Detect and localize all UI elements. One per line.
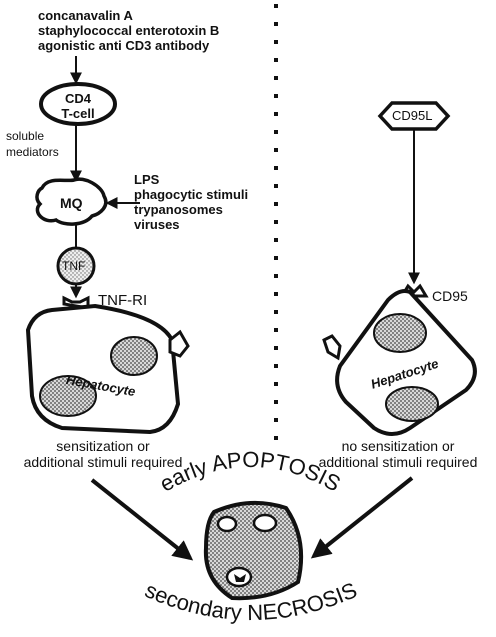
right-receptor-side	[322, 334, 342, 361]
right-caption: no sensitization or additional stimuli r…	[318, 438, 478, 470]
apoptotic-cell	[203, 500, 304, 601]
left-cd95-receptor	[168, 329, 190, 358]
stimulus-item: LPS	[134, 172, 160, 187]
left-nucleus-top	[110, 336, 158, 376]
vesicle-3	[225, 566, 253, 588]
macrophage-label: MQ	[60, 195, 83, 211]
vesicle-2	[252, 513, 278, 533]
cd95-label: CD95	[432, 288, 468, 304]
cd4-tcell-ellipse	[39, 82, 117, 126]
right-hepatocyte-cell	[335, 289, 477, 436]
tnf-ri-label: TNF-RI	[98, 292, 148, 309]
tnf-label: TNF	[62, 259, 86, 273]
stimulus-item: staphylococcal enterotoxin B	[38, 23, 220, 38]
right-nucleus-top	[373, 313, 427, 353]
left-caption: sensitization or additional stimuli requ…	[23, 438, 183, 470]
stimulus-item: phagocytic stimuli	[134, 187, 249, 202]
stimulus-list-side: LPS phagocytic stimuli trypanosomes viru…	[134, 172, 248, 232]
arrow-right-to-outcome	[310, 476, 414, 559]
macrophage-shape	[35, 177, 108, 226]
right-nucleus-bottom	[385, 386, 439, 422]
cd95l-shape	[377, 101, 451, 131]
left-nucleus-bottom	[39, 375, 97, 417]
left-hepatocyte-cell	[25, 303, 181, 435]
soluble-mediators-label: soluble mediators	[6, 129, 59, 159]
vesicle-1	[216, 515, 238, 533]
stimulus-item: trypanosomes	[134, 202, 223, 217]
vesicle-3-dark	[234, 574, 246, 582]
stimulus-item: concanavalin A	[38, 8, 133, 23]
cd95l-label: CD95L	[392, 108, 433, 123]
cd4-tcell-label: CD4 T-cell	[61, 91, 95, 121]
arrow-left-to-outcome	[90, 478, 194, 561]
stimulus-item: agonistic anti CD3 antibody	[38, 38, 210, 53]
stimulus-list-top: concanavalin A staphylococcal enterotoxi…	[38, 8, 219, 53]
stimulus-item: viruses	[134, 217, 180, 232]
